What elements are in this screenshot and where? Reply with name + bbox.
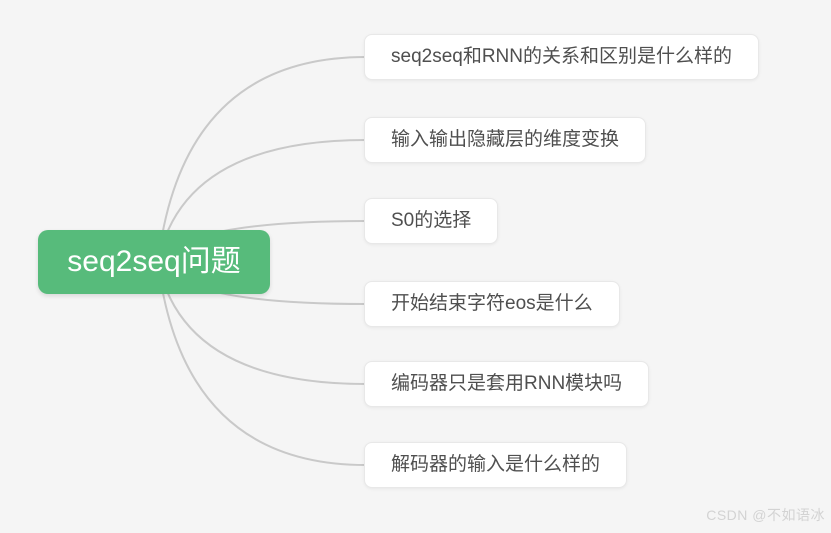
connector-line (157, 261, 367, 466)
branch-node[interactable]: 编码器只是套用RNN模块吗 (364, 361, 650, 407)
branch-node[interactable]: 输入输出隐藏层的维度变换 (364, 117, 647, 163)
branch-node[interactable]: seq2seq和RNN的关系和区别是什么样的 (364, 34, 759, 80)
connector-line (157, 56, 367, 263)
watermark: CSDN @不如语冰 (706, 507, 825, 523)
branch-node[interactable]: 解码器的输入是什么样的 (364, 442, 628, 488)
branch-node[interactable]: 开始结束字符eos是什么 (364, 281, 620, 327)
branch-node[interactable]: S0的选择 (364, 198, 499, 244)
root-node[interactable]: seq2seq问题 (38, 230, 270, 294)
